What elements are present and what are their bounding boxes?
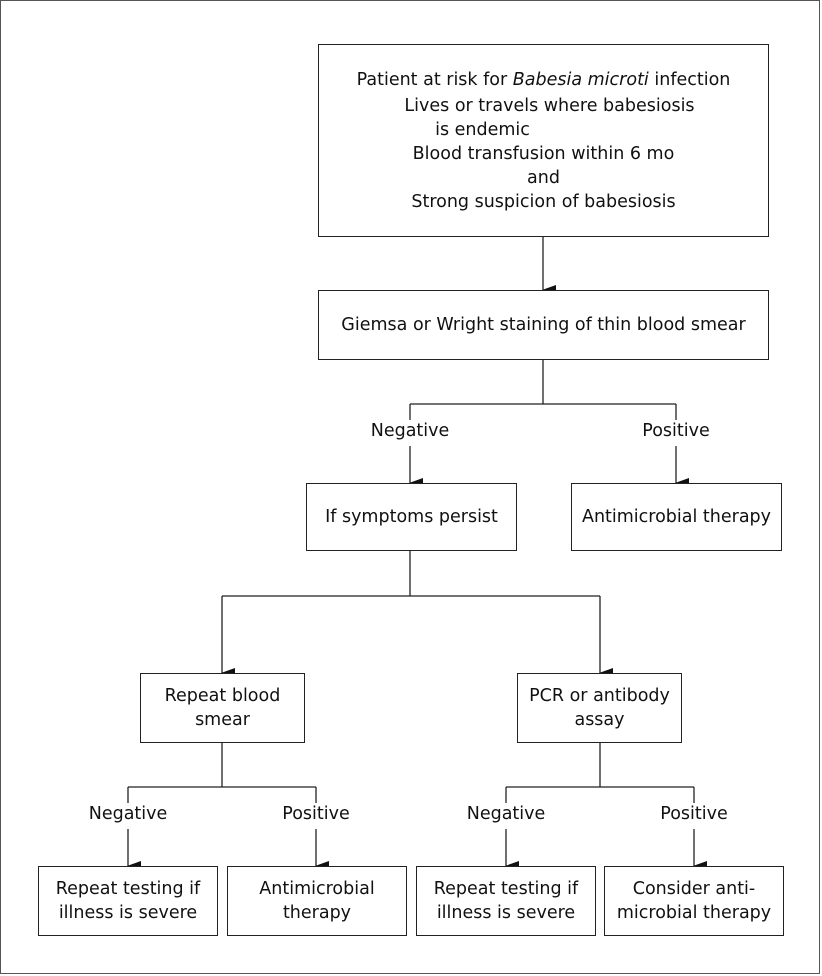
repeat-smear-line2: smear [195, 710, 250, 730]
branch2-negative-label: Negative [88, 804, 168, 824]
leaf3-line1: Repeat testing if [433, 879, 579, 899]
branch3-negative-label: Negative [466, 804, 546, 824]
repeat-smear-line1: Repeat blood [164, 686, 281, 706]
blood-smear-label: Giemsa or Wright staining of thin blood … [341, 315, 746, 335]
leaf3-line2: illness is severe [436, 903, 576, 923]
blood-smear-box: Giemsa or Wright staining of thin blood … [318, 290, 769, 360]
leaf-repeat-testing-2: Repeat testing if illness is severe [416, 866, 596, 936]
branch3-positive-label: Positive [660, 804, 728, 824]
antimicrobial-therapy-label: Antimicrobial therapy [581, 507, 772, 527]
risk-conjunction: and [527, 167, 560, 188]
risk-criteria-box: Patient at risk for Babesia microti infe… [318, 44, 769, 237]
risk-criterion-suspicion: Strong suspicion of babesiosis [411, 191, 676, 212]
leaf1-line1: Repeat testing if [55, 879, 201, 899]
leaf1-line2: illness is severe [58, 903, 198, 923]
branch1-positive-label: Positive [642, 421, 710, 441]
branch2-positive-label: Positive [282, 804, 350, 824]
pcr-line1: PCR or antibody [529, 686, 670, 706]
risk-criterion-endemic: Lives or travels where babesiosis [404, 95, 695, 116]
pcr-antibody-box: PCR or antibody assay [517, 673, 682, 743]
leaf4-line2: microbial therapy [616, 903, 772, 923]
leaf2-line2: therapy [282, 903, 352, 923]
repeat-blood-smear-box: Repeat blood smear [140, 673, 305, 743]
branch1-negative-label: Negative [370, 421, 450, 441]
leaf-consider-antimicrobial: Consider anti- microbial therapy [604, 866, 784, 936]
symptoms-persist-box: If symptoms persist [306, 483, 517, 551]
symptoms-persist-label: If symptoms persist [325, 507, 498, 527]
pcr-line2: assay [574, 710, 625, 730]
leaf2-line1: Antimicrobial [259, 879, 375, 899]
risk-title: Patient at risk for Babesia microti infe… [356, 69, 731, 90]
risk-criterion-endemic-cont: is endemic [435, 119, 530, 140]
leaf4-line1: Consider anti- [632, 879, 756, 899]
leaf-repeat-testing-1: Repeat testing if illness is severe [38, 866, 218, 936]
leaf-antimicrobial-therapy: Antimicrobial therapy [227, 866, 407, 936]
antimicrobial-therapy-box: Antimicrobial therapy [571, 483, 782, 551]
risk-criterion-transfusion: Blood transfusion within 6 mo [412, 143, 675, 164]
